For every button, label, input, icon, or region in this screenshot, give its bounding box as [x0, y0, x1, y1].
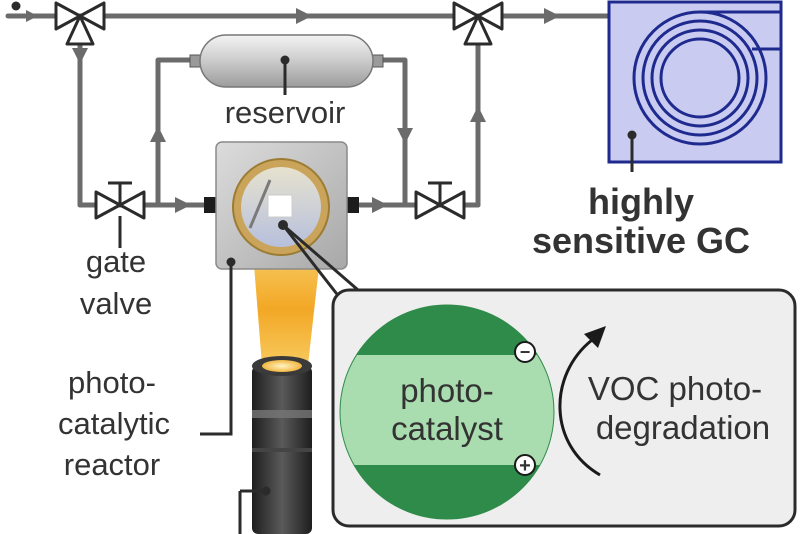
inlet-dot [11, 1, 21, 11]
hole-charge: + [514, 454, 536, 477]
lamp [252, 356, 312, 534]
arrow-icon [72, 48, 88, 64]
voc-label-line2: degradation [596, 409, 770, 446]
reservoir-loop-right [372, 57, 408, 208]
gc-instrument [607, 0, 783, 164]
degradation-arrow-head [584, 326, 606, 348]
gc-column-coil-icon [632, 10, 780, 146]
gc-leader-dot [627, 130, 637, 140]
negative-charge-symbol: − [520, 342, 531, 362]
gc-label-line1: highly [588, 181, 694, 222]
arrow-icon [175, 197, 191, 213]
gc-label-line2: sensitive GC [532, 220, 750, 261]
gate-valve-right [414, 181, 466, 220]
zoom-line-right [282, 223, 366, 298]
positive-charge-symbol: + [519, 455, 531, 477]
three-way-valve-left [54, 1, 106, 46]
reactor-label-line1: photo- [68, 365, 156, 400]
catalyst-label-line2: catalyst [391, 410, 503, 447]
zoom-line-left [281, 224, 342, 299]
gate-valve-label-line1: gate [86, 244, 146, 279]
reactor-label-line2: catalytic [58, 406, 170, 441]
voc-label-line1: VOC photo- [588, 370, 762, 407]
catalyst-label-line1: photo- [400, 372, 494, 409]
lamp-leader-dot [261, 486, 271, 496]
gate-valve-label-line2: valve [80, 286, 152, 321]
reservoir-leader-dot [280, 55, 290, 65]
reactor-label-line3: reactor [64, 447, 160, 482]
arrow-icon [26, 10, 38, 22]
reservoir-loop-left [155, 57, 201, 208]
reservoir-label: reservoir [225, 95, 346, 130]
gate-valve-left [94, 181, 146, 220]
arrow-icon [470, 106, 486, 122]
electron-charge: − [514, 341, 536, 363]
arrow-icon [150, 126, 166, 142]
light-beam [252, 240, 322, 365]
flow-arrows [26, 8, 560, 213]
degradation-arrow-icon [558, 338, 601, 477]
arrow-icon [397, 128, 413, 144]
photocatalytic-reactor [204, 141, 359, 270]
catalyst-particle [340, 305, 554, 519]
three-way-valve-right [452, 1, 504, 46]
reactor-leader [200, 262, 233, 436]
arrow-icon [544, 8, 560, 24]
arrow-icon [372, 197, 388, 213]
arrow-icon [296, 8, 312, 24]
